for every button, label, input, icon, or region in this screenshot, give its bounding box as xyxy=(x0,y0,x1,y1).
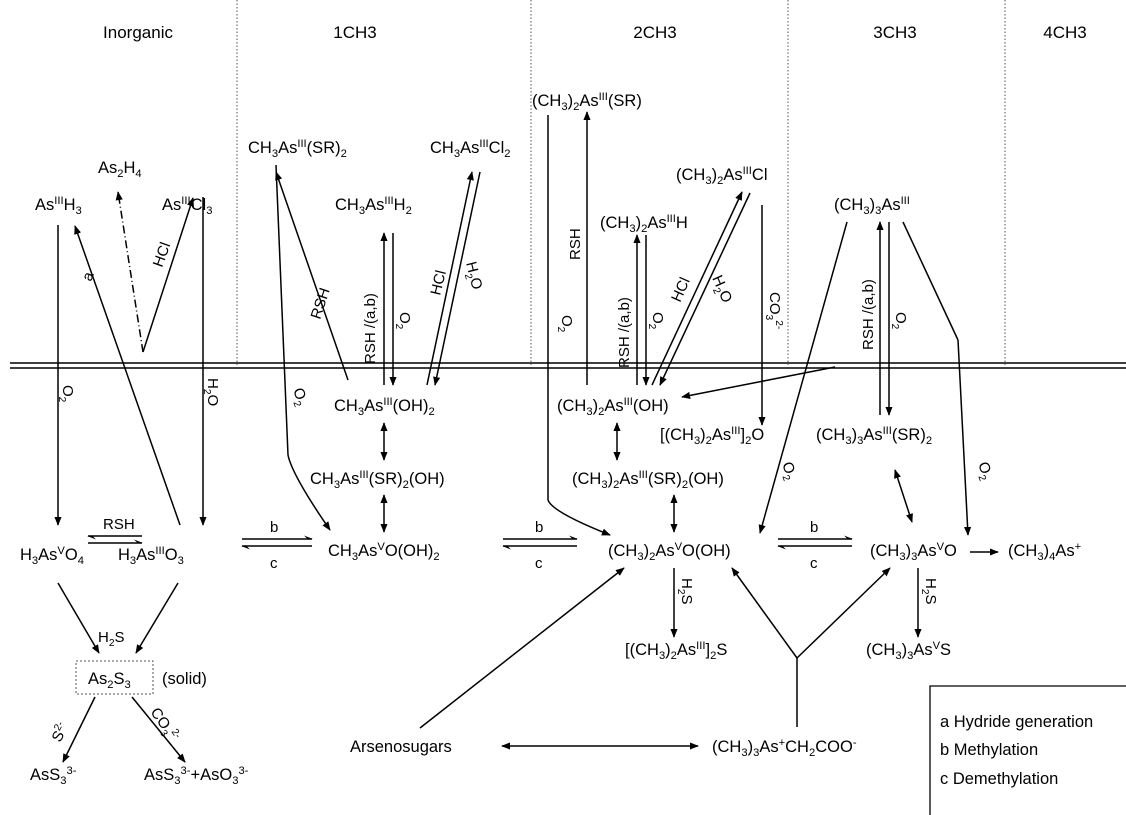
arrow-chloride-to-dmaiii xyxy=(659,192,751,386)
arrow-betaine-to-dma xyxy=(731,567,798,659)
species-dimethylarsenic-oxide: [(CH3)2AsIII]2O xyxy=(660,425,764,447)
species-dimethylarsenic-chloride: (CH3)2AsIIICl xyxy=(676,165,768,187)
reagent-a: a xyxy=(79,269,98,283)
arrow-to-diarsine xyxy=(115,191,144,353)
species-arsenic-trisulfide: As2S3 xyxy=(88,670,131,691)
legend-demethylation: c Demethylation xyxy=(940,770,1058,788)
arrow-arsenite-to-sulfide xyxy=(135,582,179,654)
species-arsenic-trichloride: AsIIICl3 xyxy=(162,195,212,217)
reagent-o2-1ch3-left: O2 xyxy=(286,386,311,409)
reagent-o2-3ch3: O2 xyxy=(889,312,909,330)
column-header-1ch3: 1CH3 xyxy=(333,23,376,42)
arrow-thiolate-to-dma-curve xyxy=(547,499,611,536)
species-arsenate: H3AsVO4 xyxy=(20,545,84,567)
reagent-rsh-ab-2ch3: RSH /(a,b) xyxy=(616,297,633,368)
arrow-sulfide-to-thioarsenite xyxy=(62,696,96,763)
column-header-inorganic: Inorganic xyxy=(103,23,173,42)
reagent-b-3: b xyxy=(810,519,818,536)
reagent-b-2: b xyxy=(535,519,543,536)
legend-hydride-generation: a Hydride generation xyxy=(940,713,1093,731)
reagent-h2s-inorganic: H2S xyxy=(98,629,125,649)
legend-methylation: b Methylation xyxy=(940,741,1038,759)
arrow-arsenite-to-arsine xyxy=(74,225,181,526)
column-header-4ch3: 4CH3 xyxy=(1043,23,1086,42)
arrow-tma-to-dmaiii xyxy=(681,366,836,399)
reagent-h2o-inorganic: H2O xyxy=(201,378,221,406)
reagent-o2-inorganic: O2 xyxy=(56,385,76,403)
species-dimethylarsenic-sulfide: [(CH3)2AsIII]2S xyxy=(625,640,727,662)
species-dma: (CH3)2AsVO(OH) xyxy=(608,541,731,563)
species-methylarsenic-dithiolate: CH3AsIII(SR)2 xyxy=(248,138,347,160)
species-thioarsenite: AsS33- xyxy=(30,765,77,787)
species-tetramethylarsonium: (CH3)4As+ xyxy=(1008,541,1081,563)
species-arsenobetaine: (CH3)3As+CH2COO- xyxy=(712,737,857,759)
reagent-c-1: c xyxy=(270,555,278,572)
column-header-2ch3: 2CH3 xyxy=(633,23,676,42)
column-header-3ch3: 3CH3 xyxy=(873,23,916,42)
species-tmao: (CH3)3AsVO xyxy=(870,541,957,563)
arrow-betaine-to-tmao xyxy=(796,567,891,659)
arrow-dithiolate-to-mma xyxy=(275,164,289,456)
arrow-tma-to-dma xyxy=(758,221,848,534)
reagent-b-1: b xyxy=(270,519,278,536)
reagent-h2s-2ch3: H2S xyxy=(675,578,695,605)
reagent-rsh-ab-1ch3: RSH /(a,b) xyxy=(362,293,379,364)
species-arsenosugars: Arsenosugars xyxy=(350,738,452,756)
reagent-c-2: c xyxy=(535,555,543,572)
species-trimethylarsine-sulfide: (CH3)3AsVS xyxy=(866,640,951,662)
reagent-co3-inorganic: CO32- xyxy=(144,704,183,747)
legend-box xyxy=(929,685,1126,815)
arrow-mmaiii-to-dichloride xyxy=(426,171,474,386)
arrow-dithiolate-to-mma-curve xyxy=(287,454,331,531)
arrow-to-trichloride xyxy=(142,197,194,353)
arrow-sugars-to-dma xyxy=(419,567,625,729)
species-dimethylarsenic-dithiolate-hydroxide: (CH3)2AsIII(SR)2(OH) xyxy=(572,469,724,491)
arrow-tma-to-tmao-path xyxy=(902,221,959,341)
solid-phase-box xyxy=(75,660,154,695)
arrow-tma-to-tmao xyxy=(957,339,972,536)
arrow-mmaiii-to-dithiolate xyxy=(275,171,349,381)
reagent-hcl-1ch3: HCl xyxy=(427,269,450,297)
arrow-dmaiii-to-chloride xyxy=(651,191,743,386)
reagent-o2-1ch3: O2 xyxy=(393,312,413,330)
reagent-o2-2ch3: O2 xyxy=(646,312,666,330)
reagent-s2: S2- xyxy=(48,720,73,745)
species-methylarsine: CH3AsIIIH2 xyxy=(335,195,412,217)
reagent-h2s-3ch3: H2S xyxy=(919,578,939,605)
reagent-rsh-inorganic: RSH xyxy=(103,516,135,533)
reagent-o2-2ch3-right: O2 xyxy=(775,460,800,483)
species-methylarsonous-acid: CH3AsIII(OH)2 xyxy=(334,396,435,418)
species-arsine: AsIIIH3 xyxy=(35,195,82,217)
species-dimethylarsine: (CH3)2AsIIIH xyxy=(600,213,688,235)
reagent-h2o-1ch3: H2O xyxy=(459,260,485,292)
reagent-hcl-2ch3: HCl xyxy=(668,275,694,305)
species-arsenite: H3AsIIIO3 xyxy=(118,545,184,567)
reagent-rsh-1ch3: RSH xyxy=(308,286,334,321)
species-mma: CH3AsVO(OH)2 xyxy=(328,541,440,563)
species-diarsine: As2H4 xyxy=(98,159,142,180)
reagent-h2o-2ch3: H2O xyxy=(706,273,736,307)
species-thioarsenite-arsenite: AsS33-+AsO33- xyxy=(144,765,249,787)
species-solid-label: (solid) xyxy=(162,670,207,688)
reagent-rsh-2ch3: RSH xyxy=(567,228,584,260)
arrow-tma-sr2-tmao xyxy=(894,469,913,523)
species-dimethylarsenic-thiolate: (CH3)2AsIII(SR) xyxy=(532,91,642,113)
species-trimethylarsine: (CH3)3AsIII xyxy=(834,195,910,217)
reagent-o2-3ch3-right: O2 xyxy=(971,460,996,483)
reagent-co3-2ch3: CO32- xyxy=(763,292,784,329)
species-dimethylarsinous-acid: (CH3)2AsIII(OH) xyxy=(557,396,669,418)
reagent-rsh-ab-3ch3: RSH /(a,b) xyxy=(860,279,877,350)
arrow-arsenate-to-sulfide xyxy=(57,582,100,654)
species-methylarsenic-dichloride: CH3AsIIICl2 xyxy=(430,138,511,160)
arrow-sulfide-to-thioarsenite-arsenite xyxy=(131,696,186,763)
species-trimethylarsenic-dithiolate: (CH3)3AsIII(SR)2 xyxy=(816,425,932,447)
reagent-c-3: c xyxy=(810,555,818,572)
arrow-dichloride-to-mmaiii xyxy=(433,171,481,386)
species-methylarsenic-dithiolate-hydroxide: CH3AsIII(SR)2(OH) xyxy=(310,469,445,491)
reagent-o2-2ch3-left: O2 xyxy=(555,315,575,333)
